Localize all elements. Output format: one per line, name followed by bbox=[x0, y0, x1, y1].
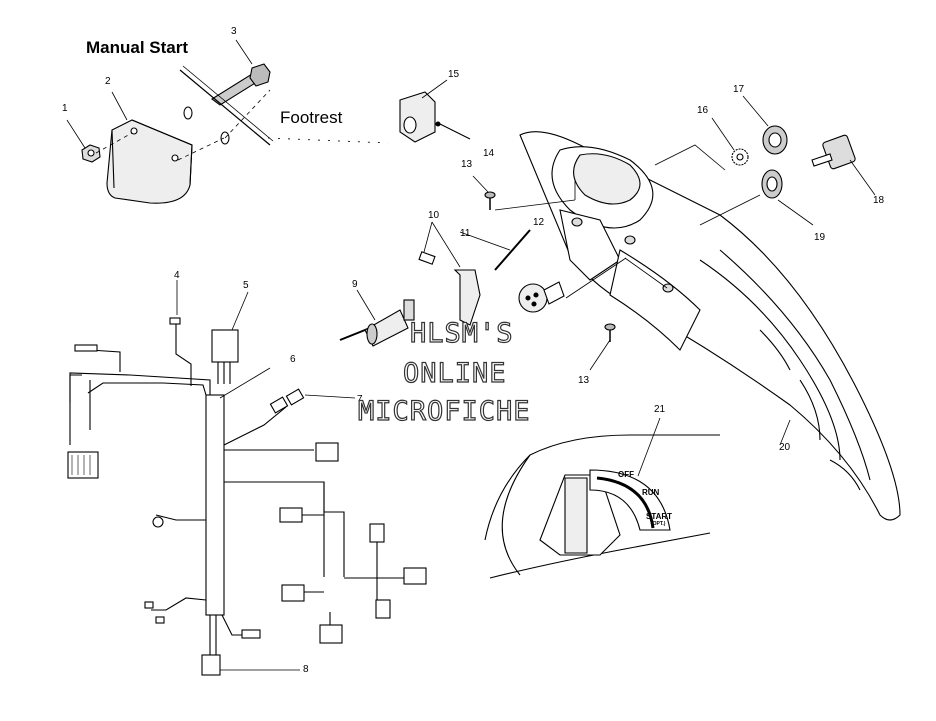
callout-4: 4 bbox=[174, 270, 180, 281]
callout-6: 6 bbox=[290, 354, 296, 365]
switch-label-off: OFF bbox=[618, 470, 634, 479]
bracket-part-2 bbox=[106, 119, 193, 204]
callout-13-lower: 13 bbox=[578, 375, 590, 386]
callout-1: 1 bbox=[62, 103, 68, 114]
callout-7: 7 bbox=[357, 394, 363, 405]
screw-part-13 bbox=[484, 191, 616, 342]
callout-13-upper: 13 bbox=[461, 159, 473, 170]
watermark-line-3: MICROFICHE bbox=[357, 395, 531, 427]
callout-19: 19 bbox=[814, 232, 826, 243]
bracket-part-15 bbox=[399, 91, 436, 143]
ignition-switch-part-9 bbox=[339, 299, 415, 347]
callout-10: 10 bbox=[428, 210, 440, 221]
callout-11: 11 bbox=[460, 228, 471, 239]
fender-panel-part-20 bbox=[519, 131, 901, 521]
key-switch-part-12 bbox=[518, 281, 565, 313]
spring-part-11 bbox=[494, 229, 531, 271]
callout-16: 16 bbox=[697, 105, 709, 116]
callout-15: 15 bbox=[448, 69, 460, 80]
callout-21: 21 bbox=[654, 404, 666, 415]
callout-3: 3 bbox=[231, 26, 237, 37]
switch-decal-part-21 bbox=[484, 434, 720, 579]
clip-part-14 bbox=[435, 121, 471, 140]
bolt-part-3 bbox=[211, 63, 271, 106]
callout-20: 20 bbox=[779, 442, 791, 453]
pin-part-10 bbox=[418, 251, 481, 326]
callout-14: 14 bbox=[483, 148, 495, 159]
bezel-part-19 bbox=[761, 169, 783, 199]
callout-12: 12 bbox=[533, 217, 545, 228]
callout-8: 8 bbox=[303, 664, 309, 675]
nut-part-1 bbox=[81, 144, 101, 163]
footrest-label: Footrest bbox=[280, 108, 343, 127]
key-part-18 bbox=[811, 134, 856, 170]
callout-17: 17 bbox=[733, 84, 745, 95]
switch-label-start: START bbox=[646, 512, 673, 521]
callout-2: 2 bbox=[105, 76, 111, 87]
watermark-line-2: ONLINE bbox=[402, 357, 507, 389]
switch-label-opt: (OPT.) bbox=[651, 521, 666, 527]
diagram-title: Manual Start bbox=[86, 38, 189, 57]
callout-18: 18 bbox=[873, 195, 885, 206]
nut-part-17 bbox=[762, 125, 788, 155]
callout-5: 5 bbox=[243, 280, 249, 291]
switch-label-run: RUN bbox=[642, 488, 660, 497]
watermark-line-1: HLSM'S bbox=[409, 317, 514, 349]
wiring-harness bbox=[67, 317, 427, 676]
lock-washer-part-16 bbox=[731, 148, 749, 166]
callout-9: 9 bbox=[352, 279, 358, 290]
